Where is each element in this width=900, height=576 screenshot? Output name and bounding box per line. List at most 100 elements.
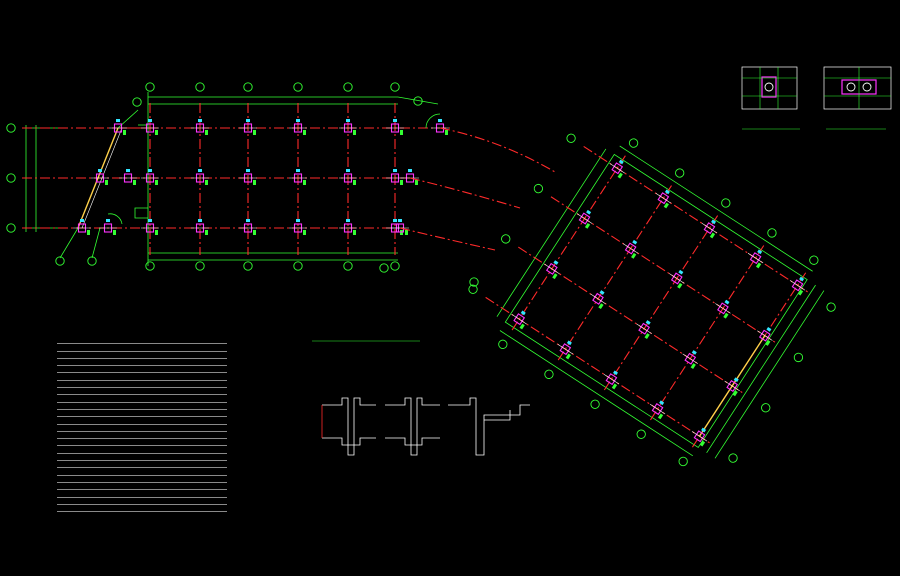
notes-heading bbox=[57, 329, 227, 337]
column-tag-green bbox=[709, 232, 716, 239]
column-tag-green bbox=[677, 282, 683, 289]
section-detail-3[interactable] bbox=[448, 397, 530, 456]
column-detail-left[interactable] bbox=[741, 66, 800, 130]
notes-line bbox=[57, 388, 227, 396]
column-tag bbox=[393, 119, 397, 122]
axis-bubbles-left bbox=[6, 82, 479, 287]
axis-bubble-icon bbox=[721, 198, 731, 208]
column-marker-icon bbox=[339, 219, 357, 235]
column-tag-green bbox=[405, 230, 408, 235]
column-marker-icon bbox=[682, 350, 698, 369]
axis-bubble-icon bbox=[390, 82, 400, 92]
column-tag-green bbox=[205, 180, 208, 185]
axis-bubble-icon bbox=[195, 261, 205, 271]
column-tag-green bbox=[87, 230, 90, 235]
axis-bubble-icon bbox=[293, 82, 303, 92]
column-dimension bbox=[757, 330, 773, 341]
column-marker-icon bbox=[141, 119, 159, 135]
structural-plan-left[interactable] bbox=[6, 82, 479, 287]
column-tag bbox=[766, 327, 772, 332]
structural-plan-right[interactable] bbox=[451, 107, 853, 489]
column-tag-green bbox=[657, 413, 664, 420]
plan-right-dimension-lines bbox=[496, 145, 825, 459]
notes-line bbox=[57, 439, 227, 447]
column-tag-green bbox=[303, 180, 306, 185]
axis-bubble-icon bbox=[826, 302, 836, 312]
column-dimension bbox=[636, 323, 652, 334]
notes-line bbox=[57, 366, 227, 374]
column-tag bbox=[733, 377, 739, 383]
section-detail-2[interactable] bbox=[385, 397, 440, 456]
column-tag bbox=[553, 260, 559, 265]
axis-bubble-icon bbox=[590, 399, 600, 409]
axis-bubble-icon bbox=[566, 133, 576, 143]
column-marker-icon bbox=[609, 159, 625, 179]
column-tag-green bbox=[205, 130, 208, 135]
column-tag bbox=[664, 189, 670, 195]
column-marker-icon bbox=[99, 219, 117, 235]
axis-bubble-icon bbox=[767, 228, 777, 238]
column-tag-green bbox=[611, 383, 618, 390]
notes-line bbox=[57, 395, 227, 403]
column-tag-green bbox=[552, 273, 558, 280]
column-dimension bbox=[544, 263, 560, 275]
axis-bubble-icon bbox=[87, 256, 97, 266]
column-tag bbox=[408, 169, 412, 172]
notes-line bbox=[57, 344, 227, 352]
column-dimension bbox=[669, 273, 685, 284]
notes-line bbox=[57, 483, 227, 491]
column-tag-green bbox=[732, 390, 738, 397]
column-tag-green bbox=[699, 440, 706, 447]
connecting-axis-lines bbox=[399, 127, 556, 251]
column-dimension bbox=[682, 353, 698, 364]
column-tag bbox=[566, 340, 572, 346]
notes-line bbox=[57, 417, 227, 425]
notes-line bbox=[57, 461, 227, 469]
column-tag bbox=[116, 119, 120, 122]
axis-bubble-icon bbox=[761, 403, 771, 413]
section-detail-1[interactable] bbox=[321, 397, 376, 456]
column-marker-icon bbox=[544, 260, 560, 280]
column-marker-icon bbox=[511, 310, 527, 330]
notes-line bbox=[57, 454, 227, 462]
notes-line bbox=[57, 381, 227, 389]
axis-bubble-icon bbox=[793, 352, 804, 363]
column-marker-icon bbox=[655, 189, 672, 209]
axis-bubble-icon bbox=[498, 339, 508, 349]
column-tag-green bbox=[155, 180, 158, 185]
column-dimension bbox=[789, 280, 806, 291]
notes-line bbox=[57, 476, 227, 483]
column-tag bbox=[148, 219, 152, 222]
column-marker-icon bbox=[91, 169, 109, 185]
column-tag-green bbox=[663, 202, 669, 209]
axis-bubble-icon bbox=[413, 96, 423, 106]
column-marker-icon bbox=[386, 119, 404, 135]
column-tag-green bbox=[631, 252, 637, 259]
axis-bubble-icon bbox=[469, 277, 479, 287]
column-tag bbox=[106, 219, 110, 222]
column-detail-right[interactable] bbox=[823, 66, 892, 130]
column-dimension bbox=[590, 293, 606, 304]
axis-bubble-icon bbox=[243, 261, 253, 271]
column-tag-green bbox=[205, 230, 208, 235]
column-tag-green bbox=[155, 130, 158, 135]
column-marker-icon bbox=[141, 219, 159, 235]
column-marker-icon bbox=[239, 169, 257, 185]
axis-bubble-icon bbox=[145, 82, 155, 92]
axis-bubble-icon bbox=[533, 183, 544, 194]
column-dimension bbox=[655, 193, 672, 204]
column-marker-icon bbox=[239, 219, 257, 235]
column-dimension bbox=[747, 252, 764, 264]
column-marker-icon bbox=[339, 119, 357, 135]
notes-line bbox=[57, 446, 227, 454]
axis-bubble-icon bbox=[501, 234, 511, 244]
column-tag bbox=[724, 299, 730, 305]
column-marker-icon bbox=[622, 239, 639, 259]
column-tag bbox=[296, 119, 300, 122]
column-dimension bbox=[603, 373, 620, 385]
column-dimension bbox=[622, 243, 639, 254]
column-tag-green bbox=[723, 312, 729, 319]
column-marker-icon bbox=[757, 327, 773, 346]
column-tag bbox=[678, 269, 684, 275]
